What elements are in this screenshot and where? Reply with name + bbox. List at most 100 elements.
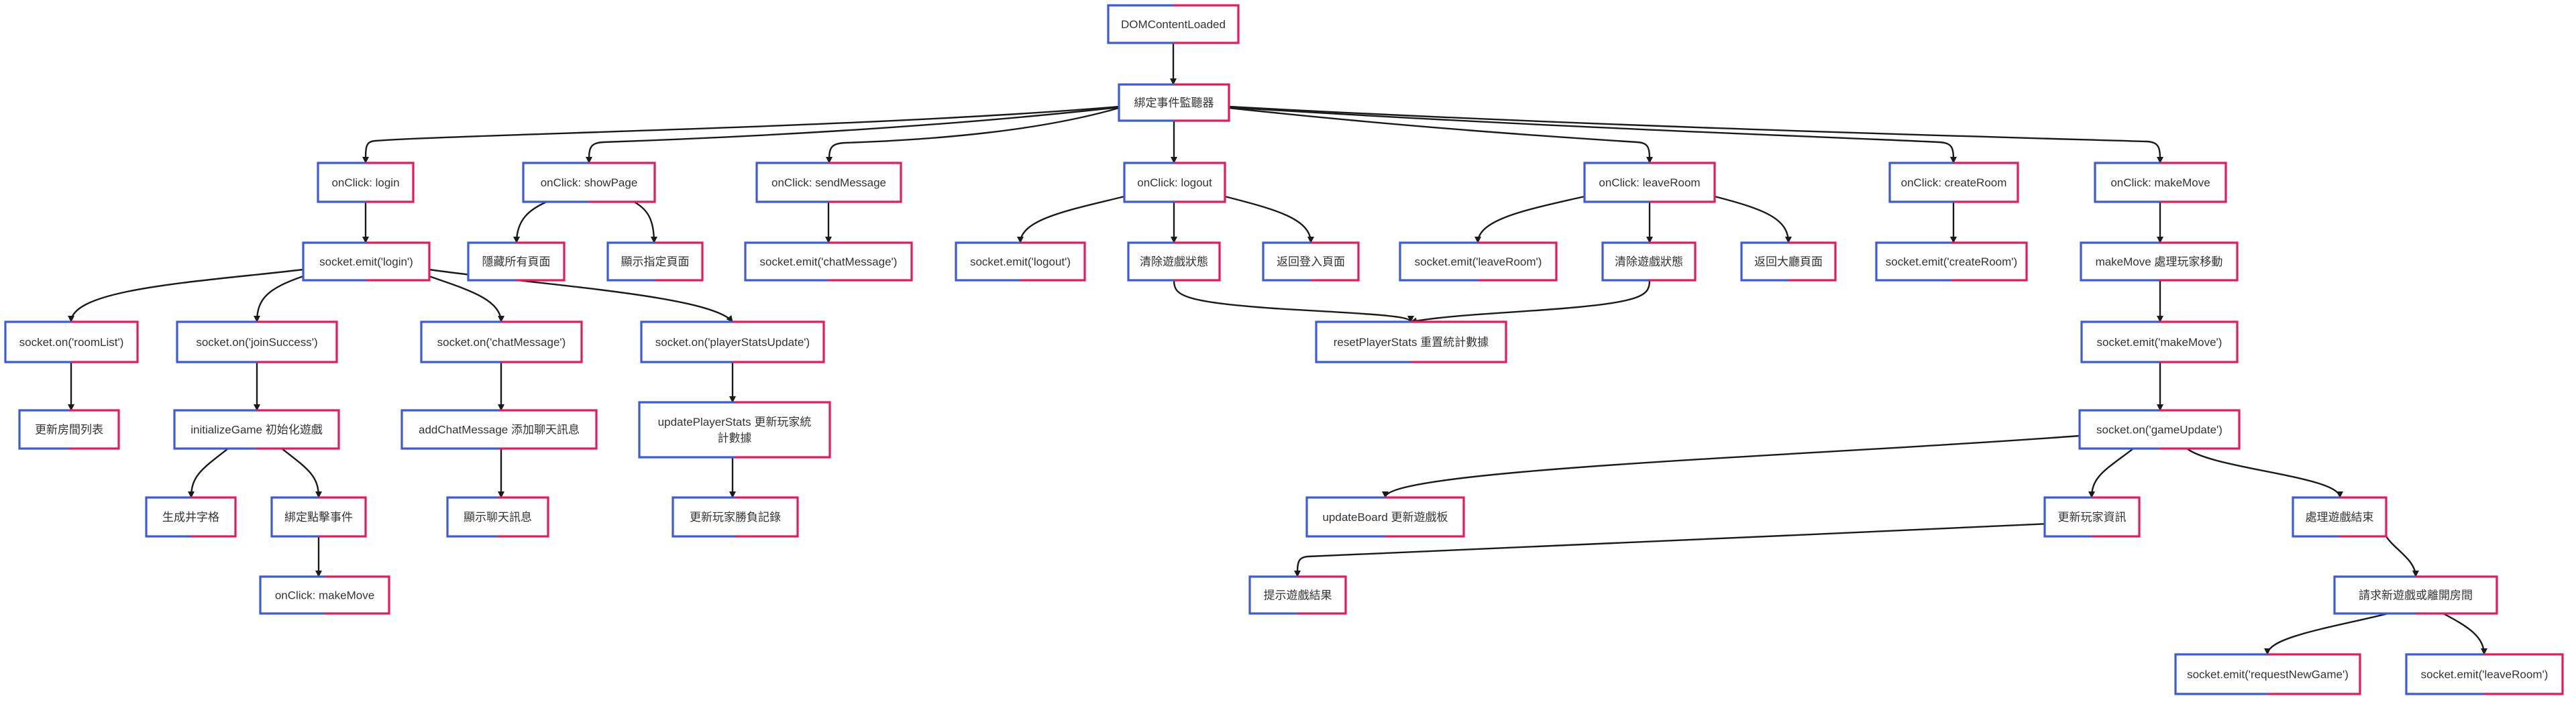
node-border-left bbox=[744, 241, 828, 282]
node-emit-login: socket.emit('login') bbox=[302, 241, 431, 282]
node-border-left bbox=[4, 320, 72, 363]
node-box bbox=[303, 243, 429, 280]
node-border-right bbox=[257, 320, 338, 363]
node-onclick-showpage: onClick: showPage bbox=[522, 162, 656, 203]
node-box bbox=[402, 410, 596, 449]
node-label: 清除遊戲狀態 bbox=[1140, 255, 1208, 268]
node-label: 綁定事件監聽器 bbox=[1134, 97, 1214, 109]
node-label: 更新房間列表 bbox=[35, 424, 103, 436]
node-emit-requestnew: socket.emit('requestNewGame') bbox=[2174, 653, 2361, 695]
node-border-left bbox=[1583, 162, 1650, 203]
node-box bbox=[146, 498, 235, 536]
node-box bbox=[1890, 163, 2018, 202]
node-border-right bbox=[1020, 241, 1086, 282]
node-border-left bbox=[176, 320, 257, 363]
flow-arrow-2 bbox=[362, 105, 1120, 164]
node-border-right bbox=[499, 409, 598, 450]
flow-arrow-44 bbox=[2443, 612, 2487, 655]
node-box bbox=[608, 243, 702, 280]
node-border-right bbox=[1411, 320, 1507, 363]
node-label: socket.on('playerStatsUpdate') bbox=[655, 336, 810, 349]
node-border-right bbox=[1175, 162, 1226, 203]
node-label: 清除遊戲狀態 bbox=[1615, 255, 1683, 268]
node-label: 綁定點擊事件 bbox=[284, 511, 353, 524]
node-border-right bbox=[516, 241, 566, 282]
node-label: socket.on('joinSuccess') bbox=[196, 336, 317, 349]
node-label: resetPlayerStats 重置統計數據 bbox=[1334, 336, 1489, 349]
node-label: 返回登入頁面 bbox=[1277, 255, 1345, 268]
flow-arrow-15 bbox=[1224, 195, 1314, 243]
node-border-right bbox=[1650, 162, 1716, 203]
node-border-right bbox=[1297, 575, 1347, 615]
node-update-player: 更新玩家資訊 bbox=[2043, 496, 2141, 538]
node-border-left bbox=[2174, 653, 2268, 695]
node-onclick-makemove: onClick: makeMove bbox=[2094, 162, 2227, 203]
node-box bbox=[2081, 243, 2237, 280]
edges-layer bbox=[68, 43, 2487, 655]
node-border-left bbox=[145, 496, 191, 538]
node-border-right bbox=[735, 496, 799, 538]
node-border-right bbox=[501, 320, 583, 363]
node-border-right bbox=[1649, 241, 1697, 282]
node-show-result: 提示遊戲結果 bbox=[1248, 575, 1347, 615]
node-border-right bbox=[498, 496, 549, 538]
node-label: addChatMessage 添加聊天訊息 bbox=[419, 424, 580, 436]
node-label: updateBoard 更新遊戲板 bbox=[1322, 511, 1448, 524]
node-label: onClick: leaveRoom bbox=[1599, 176, 1700, 189]
node-border-left bbox=[1248, 575, 1298, 615]
node-box bbox=[2095, 163, 2226, 202]
node-box bbox=[673, 498, 798, 536]
node-back-lobby: 返回大廳頁面 bbox=[1740, 241, 1837, 282]
node-border-left bbox=[1118, 83, 1174, 122]
node-border-left bbox=[446, 496, 498, 538]
node-border-right bbox=[2267, 653, 2361, 695]
node-border-left bbox=[1127, 241, 1174, 282]
node-border-left bbox=[1875, 241, 1951, 282]
node-box bbox=[639, 402, 830, 457]
node-border-left bbox=[270, 496, 319, 538]
node-label: onClick: showPage bbox=[541, 176, 638, 189]
node-box bbox=[421, 322, 582, 362]
node-border-left bbox=[1601, 241, 1649, 282]
node-border-right bbox=[2159, 409, 2241, 450]
node-makemove-handle: makeMove 處理玩家移動 bbox=[2080, 241, 2239, 282]
node-bind-click: 綁定點擊事件 bbox=[270, 496, 367, 538]
node-show-page: 顯示指定頁面 bbox=[606, 241, 704, 282]
node-box bbox=[1128, 243, 1220, 280]
node-label: 顯示指定頁面 bbox=[621, 255, 690, 268]
node-border-left bbox=[173, 409, 257, 450]
node-border-right bbox=[325, 575, 390, 615]
node-border-left bbox=[2080, 320, 2159, 363]
node-border-left bbox=[2078, 409, 2159, 450]
node-box bbox=[745, 243, 912, 280]
node-label: 計數據 bbox=[718, 432, 752, 445]
node-onclick-login: onClick: login bbox=[317, 162, 415, 203]
node-border-left bbox=[672, 496, 735, 538]
node-border-left bbox=[1107, 4, 1173, 44]
flow-arrow-22 bbox=[254, 275, 304, 323]
node-border-left bbox=[2333, 575, 2416, 615]
node-box bbox=[19, 410, 119, 449]
node-border-left bbox=[400, 409, 499, 450]
node-label: socket.on('gameUpdate') bbox=[2096, 424, 2222, 436]
node-label: 生成井字格 bbox=[162, 511, 219, 524]
node-label: onClick: createRoom bbox=[1901, 176, 2007, 189]
node-box bbox=[641, 322, 824, 362]
node-onclick-logout: onClick: logout bbox=[1123, 162, 1226, 203]
node-init-game: initializeGame 初始化遊戲 bbox=[173, 409, 340, 450]
node-border-right bbox=[1174, 83, 1230, 122]
node-box bbox=[757, 163, 901, 202]
node-border-left bbox=[640, 320, 733, 363]
node-box bbox=[1263, 243, 1358, 280]
node-request-new: 請求新遊戲或離開房間 bbox=[2333, 575, 2498, 615]
node-on-gameupdate: socket.on('gameUpdate') bbox=[2078, 409, 2241, 450]
node-label: updatePlayerStats 更新玩家統 bbox=[658, 416, 812, 428]
node-label: makeMove 處理玩家移動 bbox=[2096, 255, 2223, 268]
flow-arrow-21 bbox=[68, 268, 304, 323]
node-border-left bbox=[1123, 162, 1175, 203]
flow-arrow-43 bbox=[2264, 612, 2389, 655]
node-border-left bbox=[755, 162, 829, 203]
flow-arrow-11 bbox=[633, 200, 657, 243]
node-border-right bbox=[828, 241, 913, 282]
